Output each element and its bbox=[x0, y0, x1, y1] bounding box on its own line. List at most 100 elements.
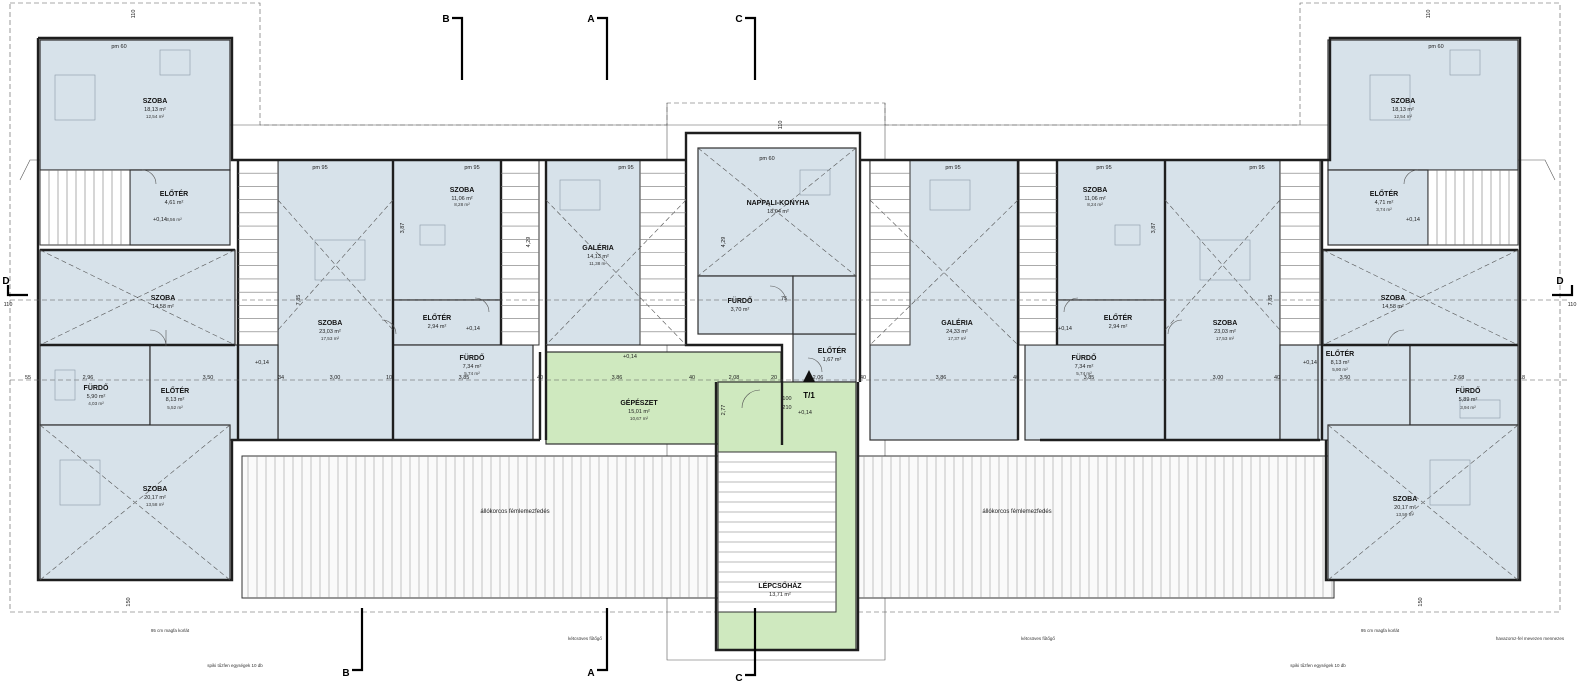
note-snow: havazomz-fel mevezen mennezes bbox=[1496, 636, 1565, 641]
net-e-furdo: 3,94 m² bbox=[1460, 405, 1476, 410]
label-c3-furdo: FÜRDŐ bbox=[1072, 353, 1097, 362]
dim-300-r: 3,00 bbox=[1213, 375, 1224, 381]
dim-385-l: 3,85 bbox=[459, 375, 470, 381]
label-se-szoba: SZOBA bbox=[1393, 496, 1418, 503]
label-nw-szoba: SZOBA bbox=[143, 98, 168, 105]
dim-268: 2,68 bbox=[1454, 375, 1465, 381]
net-se-szoba: 13,59 m² bbox=[1396, 512, 1415, 517]
net-c2-szoba: 8,28 m² bbox=[454, 202, 470, 207]
area-ne-szoba: 18,13 m² bbox=[1392, 107, 1414, 113]
room-c4-hall bbox=[1279, 344, 1321, 441]
area-c2-szoba: 11,06 m² bbox=[451, 196, 472, 202]
room-diagonals bbox=[10, 147, 1570, 581]
label-c2-szoba: SZOBA bbox=[450, 187, 475, 194]
net-galeria-r: 17,37 m² bbox=[948, 336, 967, 341]
section-c-top: C bbox=[735, 14, 742, 25]
dim-lvl-8: +0,14 bbox=[153, 217, 167, 223]
dim-206: 2,06 bbox=[813, 375, 824, 381]
area-c2-eloter: 2,94 m² bbox=[428, 324, 447, 330]
room-furdo-c bbox=[697, 275, 794, 335]
dim-pm95-6: pm 95 bbox=[1249, 165, 1264, 171]
area-w-furdo: 5,90 m² bbox=[87, 394, 106, 400]
label-c3-eloter: ELŐTÉR bbox=[1104, 313, 1132, 322]
label-ne-eloter: ELŐTÉR bbox=[1370, 189, 1398, 198]
area-furdo-c: 3,70 m² bbox=[731, 307, 750, 313]
dim-pm95-4: pm 95 bbox=[945, 165, 960, 171]
section-b-bottom: B bbox=[342, 668, 349, 679]
area-c4-szoba: 23,03 m² bbox=[1214, 329, 1236, 335]
notes: 95 cm magfa korlát 95 cm magfa korlát ké… bbox=[151, 628, 1565, 668]
net-galeria-l: 11,38 m² bbox=[589, 261, 607, 266]
roof-right bbox=[857, 455, 1335, 599]
label-e-eloter: ELŐTÉR bbox=[1326, 349, 1354, 358]
area-nappali: 18,04 m² bbox=[767, 209, 789, 215]
dim-110-l: 110 bbox=[4, 302, 13, 308]
label-sw-szoba: SZOBA bbox=[143, 486, 168, 493]
label-eloter-c: ELŐTÉR bbox=[818, 346, 846, 355]
dim-lvl-7: +0,14 bbox=[1406, 217, 1420, 223]
dim-210: 210 bbox=[782, 405, 791, 411]
note-gutter-r: kétcsöves fűtőgő bbox=[1021, 636, 1055, 641]
dim-386-r: 3,86 bbox=[936, 375, 947, 381]
dim-lvl-2: +0,14 bbox=[466, 326, 480, 332]
dim-75: 75 bbox=[781, 296, 787, 302]
note-railing-l: 95 cm magfa korlát bbox=[151, 628, 190, 633]
label-furdo-c: FÜRDŐ bbox=[728, 296, 753, 305]
dim-386-l: 3,86 bbox=[612, 375, 623, 381]
label-galeria-r: GALÉRIA bbox=[941, 318, 973, 327]
dim-34-l: 34 bbox=[278, 375, 284, 381]
label-e-furdo: FÜRDŐ bbox=[1456, 386, 1481, 395]
label-ne-szoba: SZOBA bbox=[1391, 98, 1416, 105]
room-labels: SZOBA 18,13 m² 12,54 m² ELŐTÉR 4,61 m² 3… bbox=[84, 98, 1481, 598]
dim-300-l: 3,00 bbox=[330, 375, 341, 381]
section-a-top: A bbox=[587, 14, 594, 25]
dim-150-r: 150 bbox=[1418, 597, 1424, 606]
room-nw-szoba bbox=[39, 39, 231, 171]
roof-label-left: állókorcos fémlemezfedés bbox=[480, 509, 549, 515]
room-e-furdo bbox=[1409, 344, 1519, 426]
note-railing-r: 95 cm magfa korlát bbox=[1361, 628, 1400, 633]
net-ne-eloter: 3,74 m² bbox=[1376, 207, 1392, 212]
note-spike-l: spiki tűzfen egységek 10 db bbox=[207, 663, 263, 668]
area-w-szoba: 14,58 m² bbox=[152, 304, 174, 310]
area-c2-furdo: 7,34 m² bbox=[463, 364, 482, 370]
section-b-top: B bbox=[442, 14, 449, 25]
room-c2-eloter bbox=[392, 299, 502, 346]
label-w-furdo: FÜRDŐ bbox=[84, 383, 109, 392]
section-d-left: D bbox=[2, 276, 9, 287]
dim-40-5: 40 bbox=[1274, 375, 1280, 381]
label-lepcsohaz: LÉPCSŐHÁZ bbox=[758, 581, 802, 590]
dim-20: 20 bbox=[771, 375, 777, 381]
net-c1-szoba: 17,53 m² bbox=[321, 336, 340, 341]
area-nw-eloter: 4,61 m² bbox=[165, 200, 184, 206]
net-e-eloter: 5,90 m² bbox=[1332, 367, 1348, 372]
stair-treads bbox=[48, 170, 1510, 603]
note-gutter-l: kétcsöves fűtőgő bbox=[568, 636, 602, 641]
dim-110-top-l: 110 bbox=[131, 10, 137, 19]
area-gepeszet: 15,01 m² bbox=[628, 409, 650, 415]
net-sw-szoba: 13,58 m² bbox=[146, 502, 165, 507]
label-galeria-l: GALÉRIA bbox=[582, 243, 614, 252]
room-nappali-b bbox=[792, 275, 857, 335]
dim-387-r: 3,87 bbox=[1151, 223, 1157, 234]
label-gepeszet: GÉPÉSZET bbox=[620, 398, 658, 407]
room-c2-szoba bbox=[392, 159, 502, 301]
area-sw-szoba: 20,17 m² bbox=[144, 495, 166, 501]
net-ne-szoba: 12,54 m² bbox=[1394, 114, 1413, 119]
area-w-eloter: 8,13 m² bbox=[166, 397, 185, 403]
dim-pm95-5: pm 95 bbox=[1096, 165, 1111, 171]
label-c2-furdo: FÜRDŐ bbox=[460, 353, 485, 362]
area-c3-eloter: 2,94 m² bbox=[1109, 324, 1128, 330]
dim-110-top-r: 110 bbox=[1426, 10, 1432, 19]
area-e-szoba: 14,58 m² bbox=[1382, 304, 1404, 310]
area-galeria-r: 24,33 m² bbox=[946, 329, 968, 335]
label-e-szoba: SZOBA bbox=[1381, 295, 1406, 302]
room-c2-furdo bbox=[392, 344, 534, 441]
note-spike-r: spiki tűzfen egységek 10 db bbox=[1290, 663, 1346, 668]
roof-label-right: állókorcos fémlemezfedés bbox=[982, 509, 1051, 515]
section-a-bottom: A bbox=[587, 668, 594, 679]
net-w-furdo: 4,03 m² bbox=[88, 401, 104, 406]
dim-277: 2,77 bbox=[721, 405, 727, 416]
label-c4-szoba: SZOBA bbox=[1213, 320, 1238, 327]
room-e-eloter bbox=[1317, 344, 1411, 441]
